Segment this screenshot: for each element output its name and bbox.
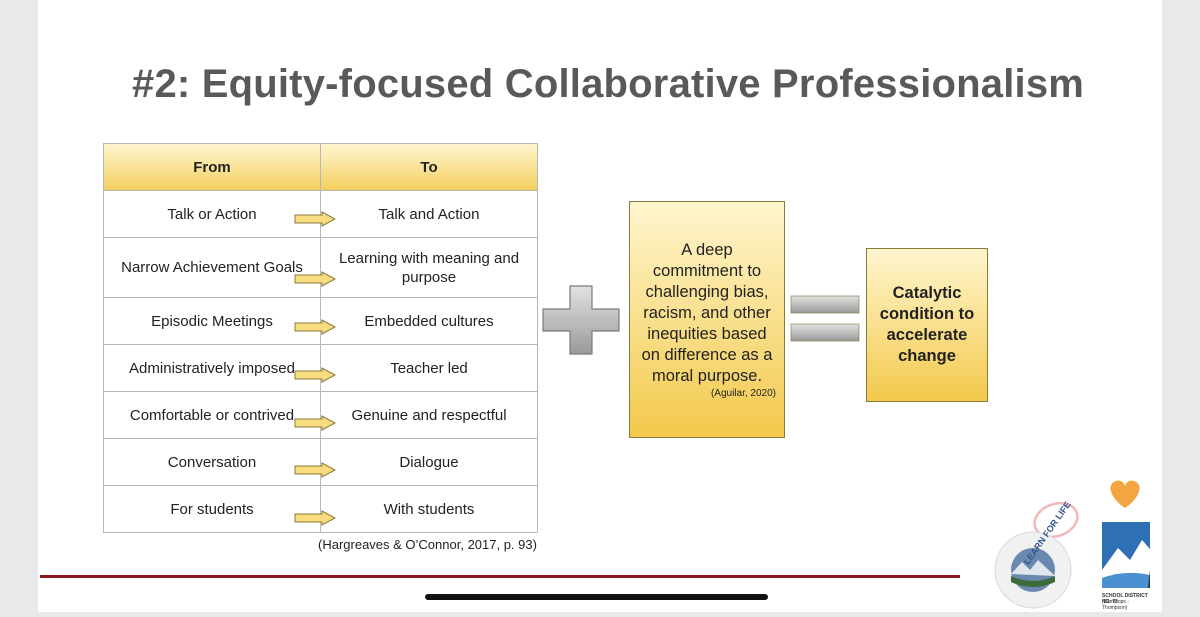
from-cell: For students: [103, 485, 321, 533]
district-name: SCHOOL DISTRICT NO. 73: [1102, 593, 1148, 605]
right-arrow-icon: [294, 319, 336, 335]
right-arrow-icon: [294, 271, 336, 287]
right-arrow-icon: [294, 415, 336, 431]
table-row: Narrow Achievement Goals Learning with m…: [103, 237, 539, 299]
slide-title: #2: Equity-focused Collaborative Profess…: [132, 62, 1085, 106]
table-citation: (Hargreaves & O’Connor, 2017, p. 93): [318, 537, 537, 552]
commitment-box: A deep commitment to challenging bias, r…: [629, 201, 785, 438]
plus-icon: [542, 285, 620, 355]
result-text: Catalytic condition to accelerate change: [879, 284, 975, 365]
district-logos-icon: [994, 480, 1170, 609]
to-cell: Dialogue: [320, 438, 538, 486]
equals-icon: [790, 295, 860, 342]
right-arrow-icon: [294, 211, 336, 227]
commitment-citation: (Aguilar, 2020): [710, 387, 776, 399]
from-cell: Comfortable or contrived: [103, 391, 321, 439]
bottom-rule: [40, 575, 960, 578]
from-cell: Conversation: [103, 438, 321, 486]
table-row: Comfortable or contrived Genuine and res…: [103, 391, 539, 440]
right-arrow-icon: [294, 462, 336, 478]
from-cell: Episodic Meetings: [103, 297, 321, 345]
to-cell: Teacher led: [320, 344, 538, 392]
header-from: From: [103, 143, 321, 191]
from-cell: Administratively imposed: [103, 344, 321, 392]
slide: #2: Equity-focused Collaborative Profess…: [38, 0, 1170, 612]
to-cell: Learning with meaning and purpose: [320, 237, 538, 298]
result-box: Catalytic condition to accelerate change: [866, 248, 988, 402]
to-cell: Embedded cultures: [320, 297, 538, 345]
table-header-row: From To: [103, 143, 539, 192]
from-cell: Talk or Action: [103, 190, 321, 238]
header-to: To: [320, 143, 538, 191]
right-arrow-icon: [294, 510, 336, 526]
horizontal-scrollbar[interactable]: [425, 594, 768, 600]
to-cell: Genuine and respectful: [320, 391, 538, 439]
right-arrow-icon: [294, 367, 336, 383]
logo-area: SCHOOL DISTRICT NO. 73 (Kamloops - Thomp…: [970, 478, 1170, 612]
commitment-text: A deep commitment to challenging bias, r…: [641, 240, 773, 385]
district-sub: (Kamloops - Thompson): [1102, 599, 1129, 611]
from-cell: Narrow Achievement Goals: [103, 237, 321, 298]
to-cell: Talk and Action: [320, 190, 538, 238]
table-row: For students With students: [103, 485, 539, 534]
to-cell: With students: [320, 485, 538, 533]
